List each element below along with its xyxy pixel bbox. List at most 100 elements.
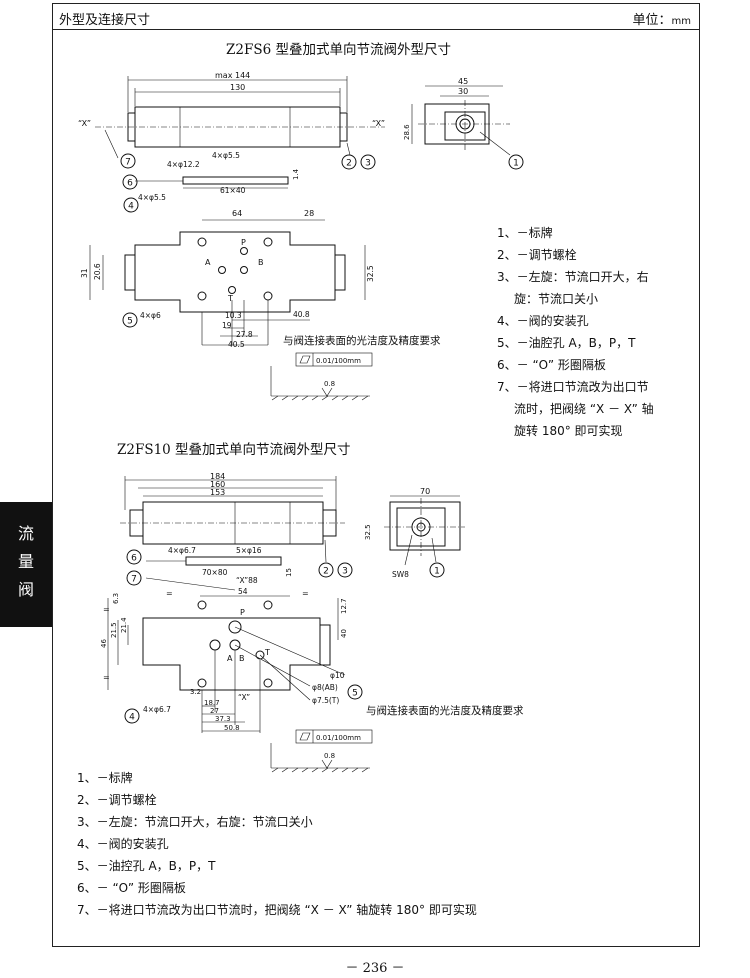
dim-gasket-holes: 4×φ5.5 [212,151,240,160]
dim-15: 15 [285,568,293,577]
legend-item: 旋转 180° 即可实现 [514,424,623,438]
dim-30: 30 [458,87,468,96]
dim-phi10: φ10 [330,671,345,680]
dim-50-8: 50.8 [224,724,240,732]
port-a: A [205,258,211,267]
x-mark: “X” [372,119,385,128]
legend-item: 3、－左旋：节流口开大，右 [497,270,649,284]
dim-37-3: 37.3 [215,715,231,723]
legend-item: 7、－将进口节流改为出口节流时，把阀绕 “X － X” 轴旋转 180° 即可实… [77,903,477,917]
page-frame: 外型及连接尺寸 单位：mm [52,3,700,947]
dim-holes-bot: 4×φ6.7 [143,705,171,714]
dim-gasket-t: 1.4 [292,168,300,180]
svg-text:3: 3 [365,159,371,169]
dim-40-5: 40.5 [228,340,245,349]
dim-153: 153 [210,488,225,497]
z2fs6-surface-note: 与阀连接表面的光洁度及精度要求 [283,335,441,347]
side-tab-char: 阀 [17,580,34,599]
port-t: T [227,294,233,303]
section-title: 外型及连接尺寸 [59,13,151,28]
dim-32-5: 32.5 [364,524,372,540]
dim-6-3: 6.3 [112,593,120,604]
dim-holes-top: 4×φ5.5 [138,193,166,202]
dim-x88: “X”88 [236,576,258,585]
svg-text:4: 4 [129,713,135,723]
dim-40: 40 [340,629,348,638]
dim-21-4: 21.4 [120,617,128,633]
legend-item: 旋：节流口关小 [514,292,599,306]
side-tab: 流 量 阀 [0,502,52,627]
dim-gasket: 70×80 [202,568,228,577]
svg-text:7: 7 [125,158,131,168]
page-number: － 236 － [345,961,405,976]
dim-holes-b: 5×φ16 [236,546,262,555]
dim-28-6: 28.6 [403,124,411,140]
dim-21-5: 21.5 [110,622,118,638]
svg-text:3: 3 [342,567,348,577]
legend-item: 1、－标牌 [77,771,133,785]
legend-item: 3、－左旋：节流口开大，右旋：节流口关小 [77,815,313,829]
eq-mark: = [302,589,309,598]
legend-item: 5、－油控孔 A，B，P，T [77,859,216,873]
dim-27: 27 [210,707,219,715]
flatness: 0.01/100mm [316,357,361,365]
dim-64: 64 [232,209,242,218]
z2fs6-title: Z2FS6 型叠加式单向节流阀外型尺寸 [226,42,451,58]
dim-70: 70 [420,487,430,496]
dim-32-5: 32.5 [366,265,375,282]
dim-19: 19 [222,321,232,330]
legend-item: 1、－标牌 [497,226,553,240]
dim-130: 130 [230,83,245,92]
legend-item: 2、－调节螺栓 [77,793,157,807]
svg-text:2: 2 [323,567,329,577]
page-header: 外型及连接尺寸 单位：mm [53,4,699,30]
dim-31: 31 [80,268,89,278]
dim-3-2: 3.2 [190,688,201,696]
roughness: 0.8 [324,380,335,388]
dim-holes-bot: 4×φ6 [140,311,161,320]
dim-54: 54 [238,587,248,596]
svg-text:4: 4 [128,202,134,212]
legend-item: 6、－ “O” 形圈隔板 [497,358,606,372]
svg-text:1: 1 [513,159,519,169]
legend-item: 7、－将进口节流改为出口节 [497,380,649,394]
eq-mark: = [166,589,173,598]
dim-phi75: φ7.5(T) [312,696,339,705]
svg-text:5: 5 [127,317,133,327]
legend-item: 流时，把阀绕 “X － X” 轴 [514,402,654,416]
dim-12-7: 12.7 [340,598,348,614]
eq-mark: = [103,605,110,614]
legend-item: 2、－调节螺栓 [497,248,577,262]
svg-text:2: 2 [346,159,352,169]
dim-20-6: 20.6 [93,263,102,280]
svg-text:5: 5 [352,689,358,699]
dim-max144: max 144 [215,71,250,80]
dim-46: 46 [100,639,108,648]
legend-item: 6、－ “O” 形圈隔板 [77,881,186,895]
port-t: T [264,648,270,657]
dim-gasket-big: 4×φ12.2 [167,160,200,169]
unit-label: 单位：mm [632,13,691,28]
side-tab-char: 流 [17,524,34,543]
port-b: B [258,258,264,267]
dim-phi8: φ8(AB) [312,683,338,692]
dim-holes-a: 4×φ6.7 [168,546,196,555]
dim-18-7: 18.7 [204,699,220,707]
svg-text:6: 6 [127,179,133,189]
legend-item: 4、－阀的安装孔 [497,314,589,328]
flatness: 0.01/100mm [316,734,361,742]
dim-27-8: 27.8 [236,330,253,339]
legend-item: 5、－油腔孔 A，B，P，T [497,336,636,350]
dim-160: 160 [210,480,225,489]
sw8: SW8 [392,570,409,579]
z2fs6-legend: 1、－标牌 2、－调节螺栓 3、－左旋：节流口开大，右 旋：节流口关小 4、－阀… [497,222,654,442]
roughness: 0.8 [324,752,335,760]
side-tab-char: 量 [17,552,34,571]
dim-40-8: 40.8 [293,310,310,319]
svg-text:7: 7 [131,575,137,585]
port-a: A [227,654,233,663]
svg-text:1: 1 [434,567,440,577]
port-p: P [241,238,246,247]
dim-gasket-size: 61×40 [220,186,246,195]
